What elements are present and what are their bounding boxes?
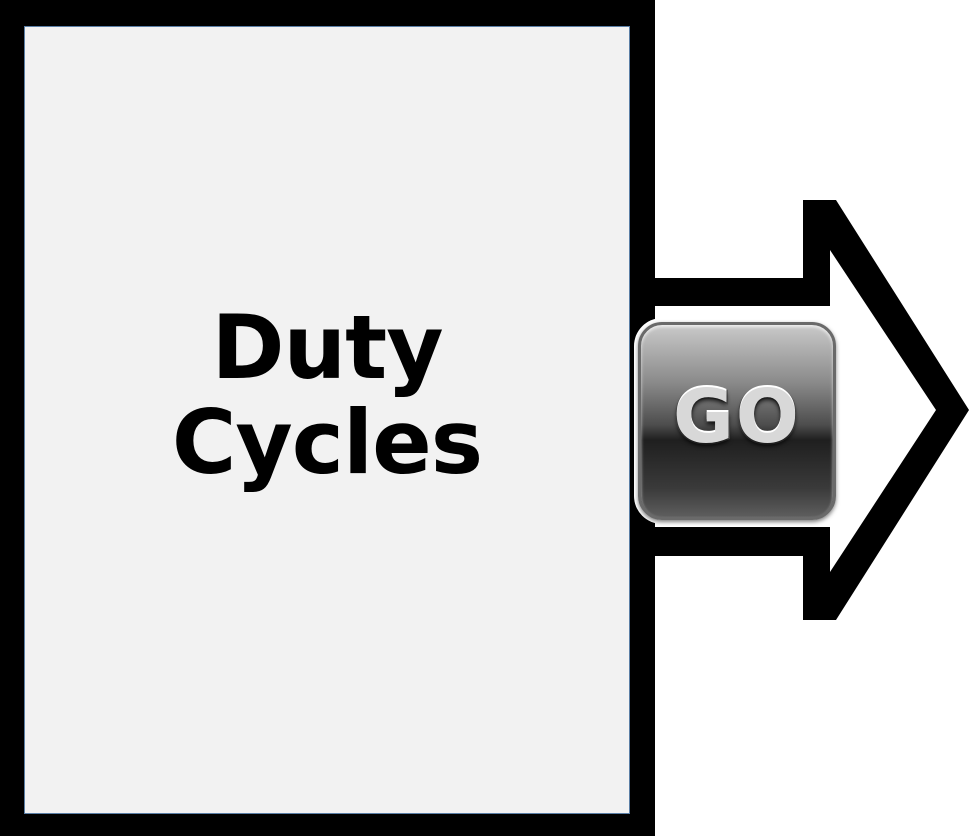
- duty-cycles-card: Duty Cycles: [0, 0, 655, 836]
- duty-cycles-panel: Duty Cycles: [24, 26, 630, 814]
- go-button[interactable]: GO: [634, 318, 840, 524]
- go-button-label: GO: [672, 373, 801, 462]
- card-title-line-1: Duty: [211, 295, 443, 399]
- card-title: Duty Cycles: [171, 295, 483, 494]
- go-button-face[interactable]: GO: [638, 322, 836, 520]
- card-title-line-2: Cycles: [171, 391, 483, 494]
